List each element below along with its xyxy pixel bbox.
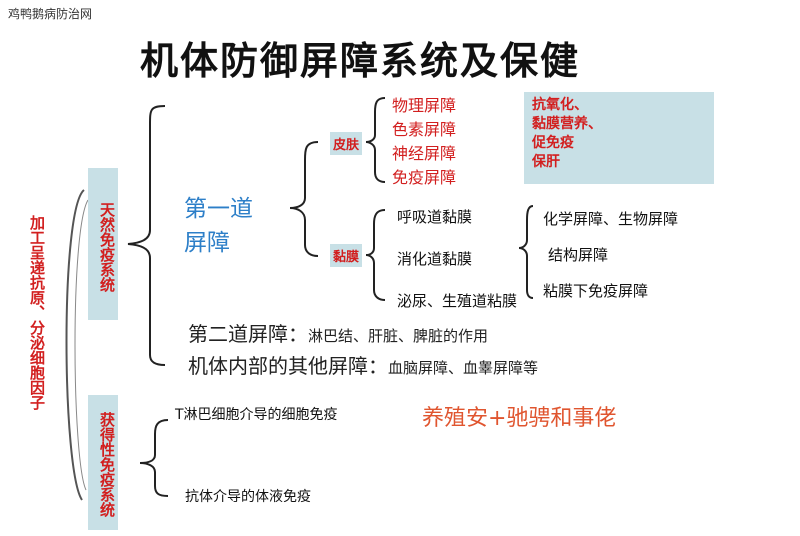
care-item: 黏膜营养、 xyxy=(532,116,602,132)
main-bracket xyxy=(127,105,166,366)
mucosa-item: 泌尿、生殖道粘膜 xyxy=(397,292,518,310)
antibody-immunity: 抗体介导的体液免疫 xyxy=(185,489,311,505)
first-barrier-line1: 第一道 xyxy=(184,196,253,222)
watermark: 鸡鸭鹅病防治网 xyxy=(8,7,93,21)
care-box: 抗氧化、 黏膜营养、 促免疫 保肝 xyxy=(524,92,714,184)
first-bracket xyxy=(289,141,319,257)
second-barrier-title: 第二道屏障： xyxy=(188,322,308,346)
page-title: 机体防御屏障系统及保健 xyxy=(140,38,581,83)
ad-text: 养殖安+驰骋和事佬 xyxy=(422,406,617,431)
other-barrier-detail: 血脑屏障、血睾屏障等 xyxy=(388,359,539,377)
other-barrier-title: 机体内部的其他屏障： xyxy=(188,354,388,378)
left-sweep xyxy=(65,189,85,501)
first-barrier: 第一道 屏障 xyxy=(184,192,253,260)
mucosa-tag: 黏膜 xyxy=(330,244,363,267)
mucosa-barrier-item: 化学屏障、生物屏障 xyxy=(543,210,679,228)
mucosa-item: 消化道黏膜 xyxy=(397,250,473,268)
mucosa-barrier-item: 粘膜下免疫屏障 xyxy=(543,282,649,300)
skin-tag: 皮肤 xyxy=(330,132,363,155)
mucosa-item: 呼吸道黏膜 xyxy=(397,208,473,226)
skin-bracket xyxy=(365,97,386,183)
left-sweep-inner xyxy=(74,199,89,491)
acquired-bracket xyxy=(139,419,169,497)
mucosa-barrier-item: 结构屏障 xyxy=(548,246,609,264)
list-item: 神经屏障 xyxy=(392,144,457,163)
acquired-immunity-label: 获得性免疫系统 xyxy=(88,395,118,530)
t-cell-immunity: T淋巴细胞介导的细胞免疫 xyxy=(175,407,338,423)
first-barrier-line2: 屏障 xyxy=(184,230,230,256)
other-barrier: 机体内部的其他屏障：血脑屏障、血睾屏障等 xyxy=(188,350,538,379)
second-barrier: 第二道屏障：淋巴结、肝脏、脾脏的作用 xyxy=(188,318,488,347)
mucosa-bracket xyxy=(365,209,386,301)
innate-immunity-label: 天然免疫系统 xyxy=(88,168,118,320)
care-item: 抗氧化、 xyxy=(532,97,588,113)
list-item: 物理屏障 xyxy=(392,96,457,115)
left-vertical-label: 加工呈递抗原、分泌细胞因子 xyxy=(28,215,46,410)
care-item: 保肝 xyxy=(532,154,560,170)
second-barrier-detail: 淋巴结、肝脏、脾脏的作用 xyxy=(308,327,489,345)
list-item: 色素屏障 xyxy=(392,120,457,139)
list-item: 免疫屏障 xyxy=(392,168,457,187)
skin-list: 物理屏障 色素屏障 神经屏障 免疫屏障 xyxy=(392,94,456,190)
care-item: 促免疫 xyxy=(532,135,574,151)
barrier-bracket xyxy=(518,205,534,299)
